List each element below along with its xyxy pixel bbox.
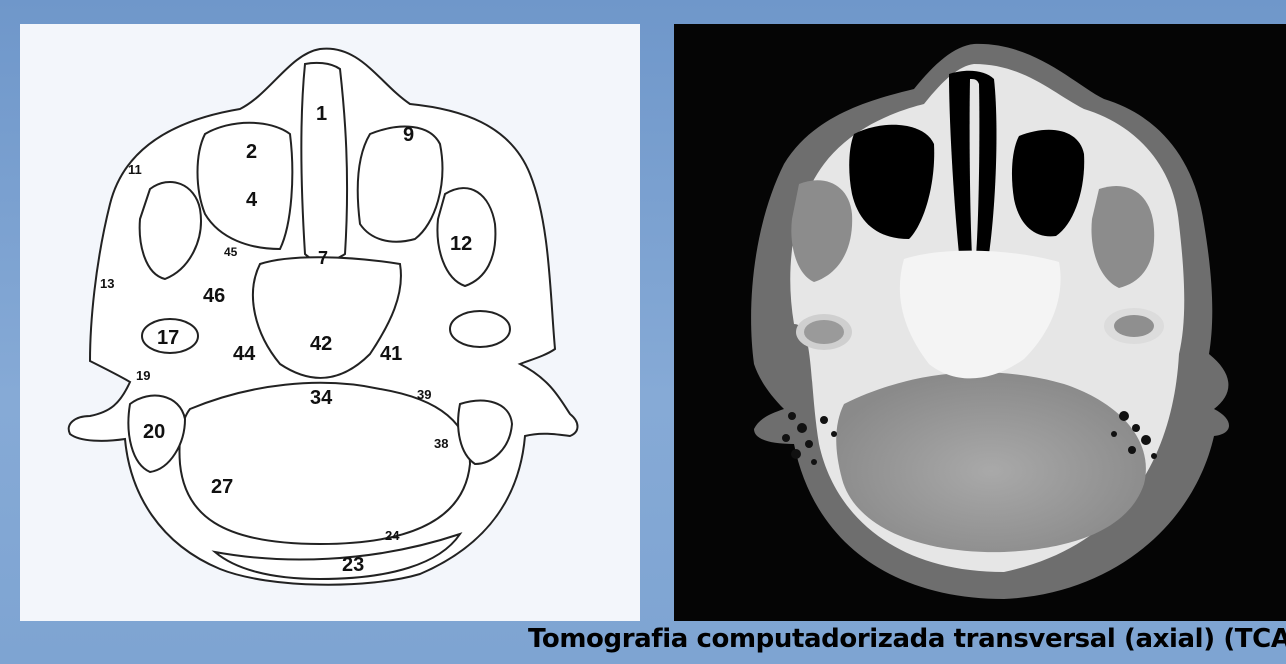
label-11: 11 — [128, 162, 142, 177]
label-13: 13 — [100, 276, 114, 291]
label-12: 12 — [450, 233, 472, 255]
label-1: 1 — [316, 103, 327, 125]
image-caption: Tomografia computadorizada transversal (… — [528, 624, 1286, 654]
label-9: 9 — [403, 124, 414, 146]
label-41: 41 — [380, 343, 402, 365]
label-20: 20 — [143, 421, 165, 443]
ct-scan-panel — [674, 24, 1286, 621]
label-38: 38 — [434, 436, 448, 451]
schematic-panel: 1 2 4 7 9 11 12 13 17 19 20 23 24 27 34 … — [20, 24, 640, 621]
label-34: 34 — [310, 387, 333, 409]
label-46: 46 — [203, 285, 225, 307]
label-7: 7 — [318, 248, 328, 268]
label-42: 42 — [310, 333, 332, 355]
label-24: 24 — [385, 528, 400, 543]
label-23: 23 — [342, 554, 364, 576]
label-4: 4 — [246, 189, 258, 211]
label-39: 39 — [417, 387, 431, 402]
right-condyle — [450, 311, 510, 347]
label-2: 2 — [246, 141, 257, 163]
axial-schematic-drawing: 1 2 4 7 9 11 12 13 17 19 20 23 24 27 34 … — [20, 24, 640, 621]
label-17: 17 — [157, 327, 179, 349]
nasal-cavity — [301, 63, 347, 262]
label-19: 19 — [136, 368, 150, 383]
label-27: 27 — [211, 476, 233, 498]
ct-scan-image — [674, 24, 1286, 621]
label-44: 44 — [233, 343, 256, 365]
label-45: 45 — [224, 245, 238, 259]
